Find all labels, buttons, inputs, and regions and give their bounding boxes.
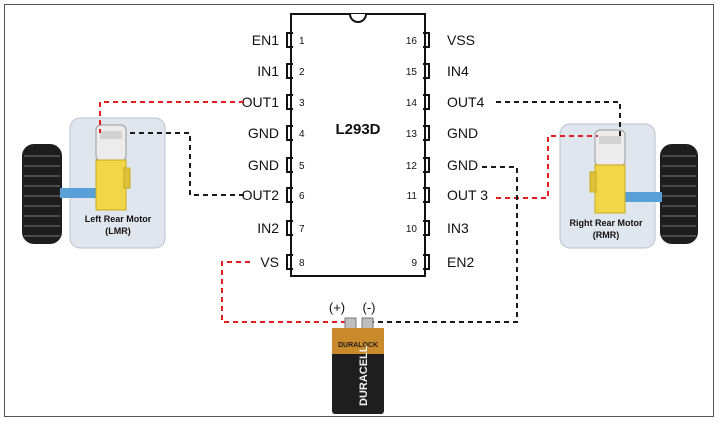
chip-title: L293D — [335, 121, 380, 138]
pin-tab-7 — [286, 220, 293, 236]
right-motor-assembly: Right Rear Motor (RMR) — [559, 123, 698, 249]
pin-label-gnd: GND — [447, 125, 478, 141]
wire-vs-battery-positive — [221, 261, 351, 323]
pin-label-in1: IN1 — [257, 63, 279, 79]
wire-out2-left-motor — [130, 132, 244, 196]
pin-number-11: 11 — [407, 191, 418, 202]
pin-tab-10 — [423, 220, 430, 236]
chip-notch — [349, 13, 367, 23]
chip-body — [290, 13, 426, 277]
battery-negative-label: (-) — [363, 300, 376, 315]
pin-number-8: 8 — [299, 258, 305, 269]
pin-number-1: 1 — [299, 36, 305, 47]
right-motor-label-line1: Right Rear Motor — [570, 218, 643, 228]
pin-label-en2: EN2 — [447, 254, 474, 270]
right-motor — [589, 129, 626, 214]
pin-number-13: 13 — [406, 129, 418, 140]
pin-label-out2: OUT2 — [242, 187, 280, 203]
pin-number-2: 2 — [299, 67, 305, 78]
pin-label-in2: IN2 — [257, 220, 279, 236]
pin-tab-12 — [423, 157, 430, 173]
battery-small-label: DURALOCK — [338, 342, 378, 349]
pin-number-10: 10 — [406, 224, 418, 235]
pin-number-5: 5 — [299, 161, 305, 172]
pin-label-in3: IN3 — [447, 220, 469, 236]
left-motor-label-line2: (LMR) — [105, 226, 131, 236]
pin-tab-11 — [423, 187, 430, 203]
wire-out1-left-motor — [99, 101, 244, 133]
pin-label-vss: VSS — [447, 32, 475, 48]
left-motor-assembly: Left Rear Motor (LMR) — [22, 117, 166, 249]
battery-positive-label: (+) — [329, 300, 345, 315]
left-pin-tabs — [286, 32, 293, 270]
pin-tab-4 — [286, 125, 293, 141]
left-motor-label-line1: Left Rear Motor — [85, 214, 152, 224]
pin-label-in4: IN4 — [447, 63, 469, 79]
pin-number-7: 7 — [299, 224, 305, 235]
pin-tab-3 — [286, 94, 293, 110]
pin-number-15: 15 — [406, 67, 418, 78]
pin-label-out1: OUT1 — [242, 94, 280, 110]
left-pin-numbers: 1 2 3 4 5 6 7 8 — [299, 36, 305, 269]
left-shaft — [60, 188, 98, 198]
pin-label-out-3: OUT 3 — [447, 187, 488, 203]
pin-tab-1 — [286, 32, 293, 48]
pin-number-16: 16 — [406, 36, 418, 47]
pin-tab-13 — [423, 125, 430, 141]
wire-gnd-battery-negative — [367, 166, 518, 323]
pin-tab-15 — [423, 63, 430, 79]
pin-label-gnd: GND — [447, 157, 478, 173]
right-pin-numbers: 16 15 14 13 12 11 10 9 — [406, 36, 418, 269]
right-pin-tabs — [423, 32, 430, 270]
right-motor-label-line2: (RMR) — [593, 230, 620, 240]
battery-9v: DURALOCK DURACELL (+) (-) — [329, 300, 384, 414]
left-motor — [95, 124, 131, 211]
pin-tab-9 — [423, 254, 430, 270]
pin-number-3: 3 — [299, 98, 305, 109]
right-shaft — [622, 192, 662, 202]
wire-out4-right-motor — [496, 101, 621, 136]
wire-out3-right-motor — [496, 135, 598, 199]
pin-number-4: 4 — [299, 129, 305, 140]
left-wheel — [22, 144, 62, 244]
pin-number-14: 14 — [406, 98, 418, 109]
pin-tab-5 — [286, 157, 293, 173]
pin-tab-8 — [286, 254, 293, 270]
pin-number-12: 12 — [406, 161, 418, 172]
pin-label-out4: OUT4 — [447, 94, 485, 110]
pin-number-6: 6 — [299, 191, 305, 202]
pin-tab-14 — [423, 94, 430, 110]
pin-tab-16 — [423, 32, 430, 48]
pin-label-en1: EN1 — [252, 32, 279, 48]
wires — [99, 101, 621, 323]
pin-tab-6 — [286, 187, 293, 203]
battery-brand: DURACELL — [358, 345, 370, 406]
pin-label-gnd: GND — [248, 157, 279, 173]
battery-copper-top — [332, 328, 384, 354]
pin-number-9: 9 — [411, 258, 417, 269]
pin-tab-2 — [286, 63, 293, 79]
pin-label-vs: VS — [260, 254, 279, 270]
pin-label-gnd: GND — [248, 125, 279, 141]
right-wheel — [660, 144, 698, 244]
